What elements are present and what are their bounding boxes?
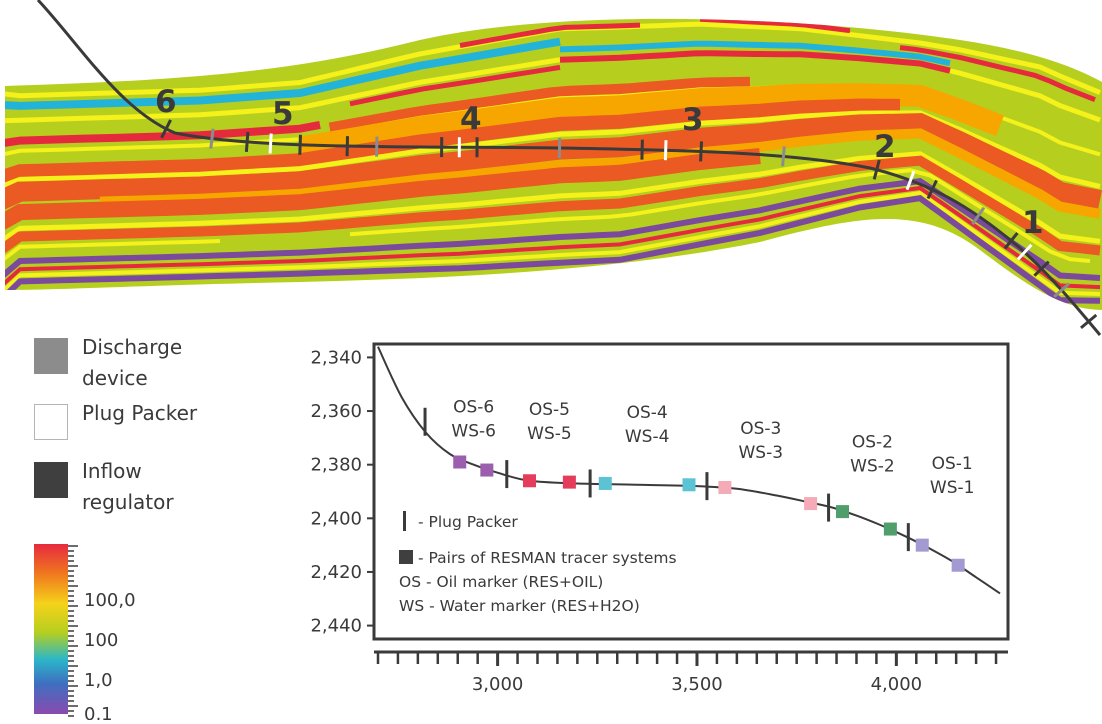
key-tracer-text: - Pairs of RESMAN tracer systems [418, 549, 677, 567]
oil-marker-label: OS-2 [852, 432, 893, 452]
tracer-marker [563, 476, 576, 489]
plot-frame [374, 344, 1008, 639]
legend-label-inflow-regulator: Inflow regulator [82, 456, 232, 518]
zone-label-4: 4 [460, 101, 482, 137]
colorbar-label-100: 100 [84, 630, 118, 651]
key-tracer-mark [399, 550, 413, 564]
plug-packer-mark [589, 469, 592, 497]
tracer-marker [804, 497, 817, 510]
key-plug-packer-text: - Plug Packer [418, 513, 518, 531]
x-tick-label: 3,500 [671, 674, 723, 695]
plug-packer-mark [705, 472, 708, 500]
tracer-marker [480, 464, 493, 477]
plug-packer-mark [270, 134, 271, 154]
water-marker-label: WS-3 [738, 443, 783, 463]
inflow-regulator-mark [642, 140, 643, 160]
legend-label-discharge-device: Discharge device [82, 332, 232, 394]
y-tick-label: 2,380 [310, 455, 362, 476]
plug-packer-mark [827, 494, 830, 522]
color-scale-ticks [68, 546, 78, 716]
discharge-device-swatch [34, 338, 68, 374]
zone-label-2: 2 [874, 129, 896, 165]
color-scale-bar: 100,0 100 1,0 0,1 [34, 544, 234, 720]
plug-packer-mark [505, 460, 508, 488]
zone-label-1: 1 [1022, 205, 1044, 241]
inflow-regulator-swatch [34, 462, 68, 498]
water-marker-label: WS-6 [451, 422, 496, 442]
color-scale-gradient [34, 544, 68, 714]
tracer-marker [453, 456, 466, 469]
plug-packer-mark [665, 140, 666, 160]
formation-layers [0, 0, 1102, 340]
inflow-regulator-mark [246, 132, 248, 152]
legend-item-plug-packer: Plug Packer [34, 398, 232, 440]
y-tick-label: 2,420 [310, 562, 362, 583]
x-tick-label: 4,000 [871, 674, 923, 695]
discharge-device-mark [783, 146, 785, 166]
tracer-marker [523, 474, 536, 487]
oil-marker-label: OS-3 [740, 419, 781, 439]
well-profile-chart: 2,340 2,360 2,380 2,400 2,420 2,440 3,000 3,50… [284, 334, 1024, 720]
legend-label-plug-packer: Plug Packer [82, 398, 232, 429]
legend-item-inflow-regulator: Inflow regulator [34, 456, 232, 518]
y-axis: 2,340 2,360 2,380 2,400 2,420 2,440 [310, 347, 374, 636]
inflow-regulator-mark [300, 135, 301, 155]
oil-marker-label: OS-5 [529, 400, 570, 420]
zone-label-3: 3 [682, 102, 704, 138]
legend-item-discharge-device: Discharge device [34, 332, 232, 394]
x-axis: 3,000 3,500 4,000 [374, 652, 1008, 695]
y-tick-label: 2,400 [310, 508, 362, 529]
zone-label-6: 6 [155, 84, 177, 120]
colorbar-label-0-1: 0,1 [84, 704, 113, 720]
tracer-marker [599, 477, 612, 490]
y-tick-label: 2,340 [310, 347, 362, 368]
tracer-marker [916, 539, 929, 552]
water-marker-label: WS-1 [930, 478, 975, 498]
zone-label-5: 5 [272, 96, 294, 132]
legend: Discharge device Plug Packer Inflow regu… [34, 332, 274, 720]
tracer-marker [718, 481, 731, 494]
colorbar-label-1-0: 1,0 [84, 670, 113, 691]
water-marker-label: WS-2 [850, 456, 895, 476]
tracer-marker [836, 505, 849, 518]
tracer-marker [884, 523, 897, 536]
key-plug-packer-mark [403, 511, 406, 531]
colorbar-label-100-0: 100,0 [84, 590, 136, 611]
y-tick-label: 2,440 [310, 616, 362, 637]
tracer-marker [952, 559, 965, 572]
oil-marker-label: OS-4 [627, 403, 668, 423]
water-marker-label: WS-4 [625, 427, 670, 447]
y-tick-label: 2,360 [310, 401, 362, 422]
oil-marker-label: OS-1 [932, 454, 973, 474]
geological-cross-section: 6 5 4 3 2 1 [0, 0, 1102, 340]
tracer-marker [683, 478, 696, 491]
plug-packer-mark [907, 523, 910, 551]
inflow-regulator-mark [701, 141, 702, 161]
x-tick-label: 3,000 [472, 674, 524, 695]
oil-marker-label: OS-6 [453, 398, 494, 418]
plug-packer-swatch [34, 404, 68, 440]
plug-packer-mark [424, 408, 427, 436]
key-os-text: OS - Oil marker (RES+OIL) [399, 573, 603, 591]
key-ws-text: WS - Water marker (RES+H2O) [399, 597, 640, 615]
water-marker-label: WS-5 [527, 424, 572, 444]
